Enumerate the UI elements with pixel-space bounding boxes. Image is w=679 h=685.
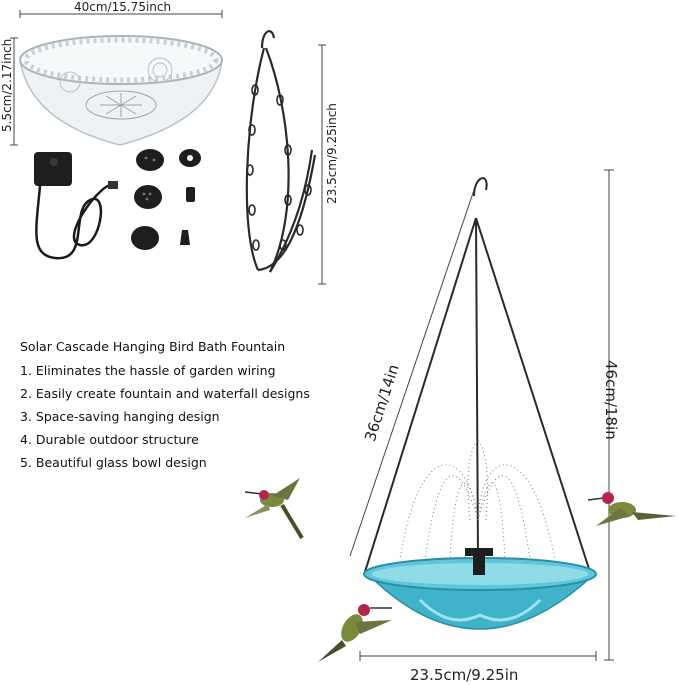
bowl-diameter-label: 23.5cm/9.25in	[410, 666, 519, 684]
feature-item: 5. Beautiful glass bowl design	[20, 455, 207, 470]
hummingbird-right	[587, 492, 676, 526]
bowl-height-line	[10, 37, 18, 146]
glass-bowl-clear	[19, 35, 223, 146]
chain-length-label: 23.5cm/9.25inch	[325, 103, 339, 204]
feature-item: 2. Easily create fountain and waterfall …	[20, 386, 310, 401]
total-height-line	[604, 169, 614, 661]
bowl-width-line	[19, 10, 223, 18]
fountain-chains	[363, 177, 591, 576]
hanging-chain-line	[349, 189, 475, 557]
hummingbird-left	[244, 478, 304, 540]
feature-item: 4. Durable outdoor structure	[20, 432, 199, 447]
feature-list: Solar Cascade Hanging Bird Bath Fountain…	[20, 339, 320, 470]
feature-item: 1. Eliminates the hassle of garden wirin…	[20, 363, 276, 378]
hummingbird-bottom	[318, 604, 392, 662]
feature-title: Solar Cascade Hanging Bird Bath Fountain	[20, 339, 286, 354]
bowl-width-label: 40cm/15.75inch	[74, 0, 172, 14]
chain-links	[246, 84, 312, 251]
chain-length-line	[318, 44, 326, 285]
hanging-chain-top	[245, 30, 317, 273]
total-height-label: 46cm/18in	[602, 360, 620, 440]
solar-pump	[34, 152, 118, 260]
bowl-height-label: 5.5cm/2.17inch	[0, 38, 14, 132]
pump-in-bowl	[465, 548, 493, 575]
feature-item: 3. Space-saving hanging design	[20, 409, 220, 424]
water-spray	[399, 439, 556, 561]
bowl-diameter-line	[359, 651, 597, 661]
nozzle-set	[131, 149, 201, 250]
